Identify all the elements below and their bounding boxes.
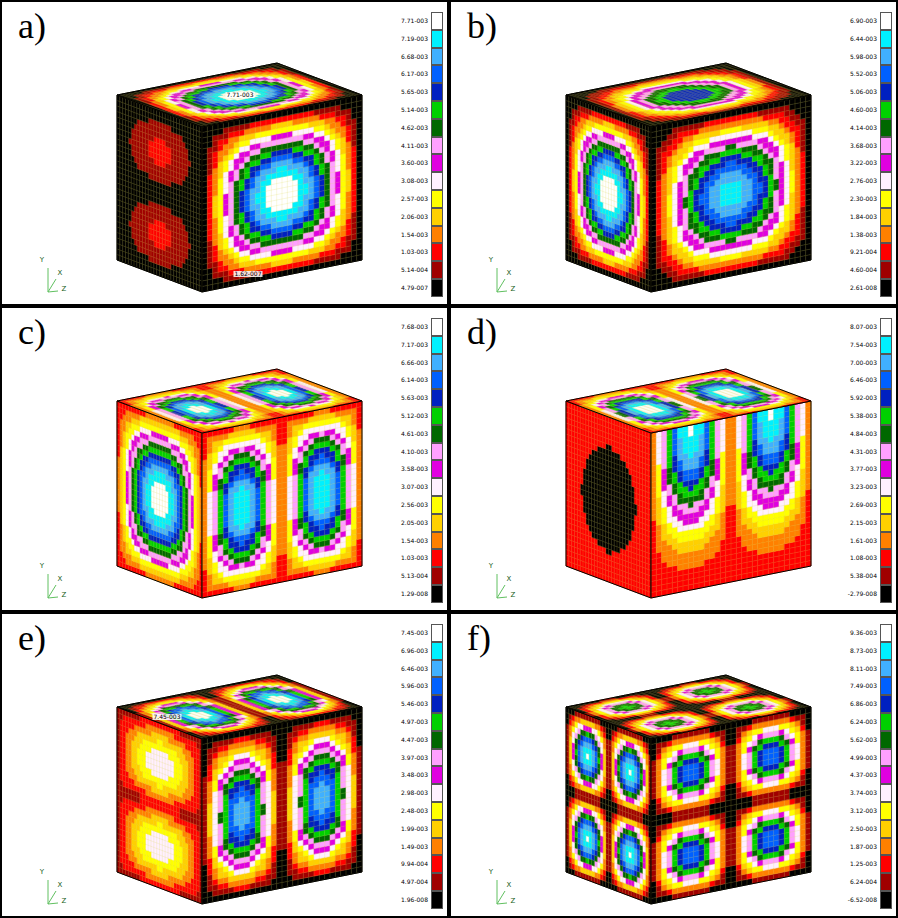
mode-shape-plot	[2, 2, 447, 304]
figure-panel: a)7.71-0037.19-0036.68-0036.17-0035.65-0…	[0, 0, 449, 306]
